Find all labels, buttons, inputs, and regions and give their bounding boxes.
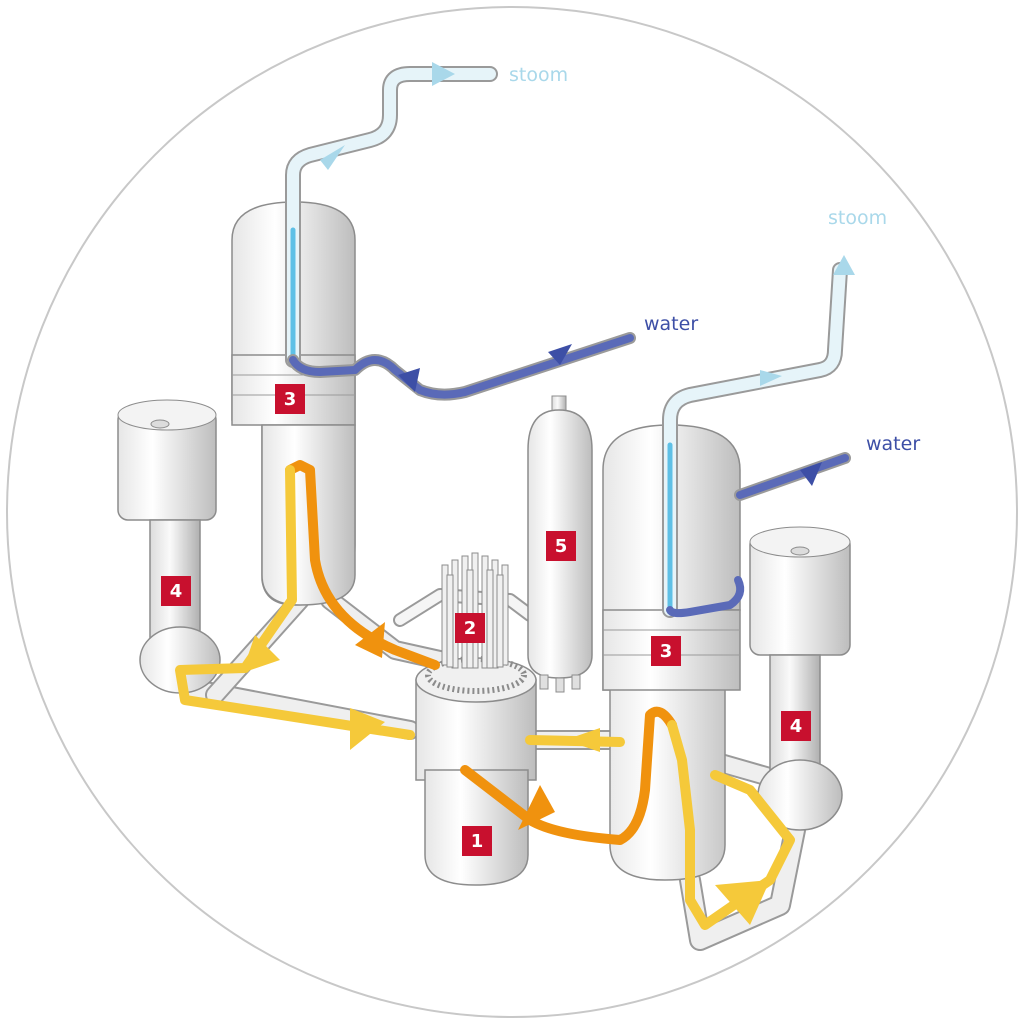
feedwater-lines [287,332,851,618]
water-label-left: water [644,313,699,335]
steam-arrows [320,62,855,386]
hot-leg [285,460,677,845]
cold-leg-arrows [242,635,770,925]
badge-pump-right: 4 [781,711,811,741]
pump-right [749,526,851,831]
pump-left [117,399,221,694]
hot-leg-arrows [355,622,555,830]
feedwater-arrows [398,344,822,486]
badge-pressurizer: 5 [546,531,576,561]
badge-steam-generator-right: 3 [651,636,681,666]
badge-reactor-vessel: 1 [462,826,492,856]
steam-label-right: stoom [828,207,888,229]
water-label-right: water [866,433,921,455]
steam-label-left: stoom [509,64,569,86]
badge-control-rods: 2 [455,613,485,643]
badge-steam-generator-left: 3 [275,384,305,414]
control-rods [441,552,509,669]
reactor-vessel [415,656,537,886]
steam-lines [285,66,848,618]
badge-pump-left: 4 [161,576,191,606]
